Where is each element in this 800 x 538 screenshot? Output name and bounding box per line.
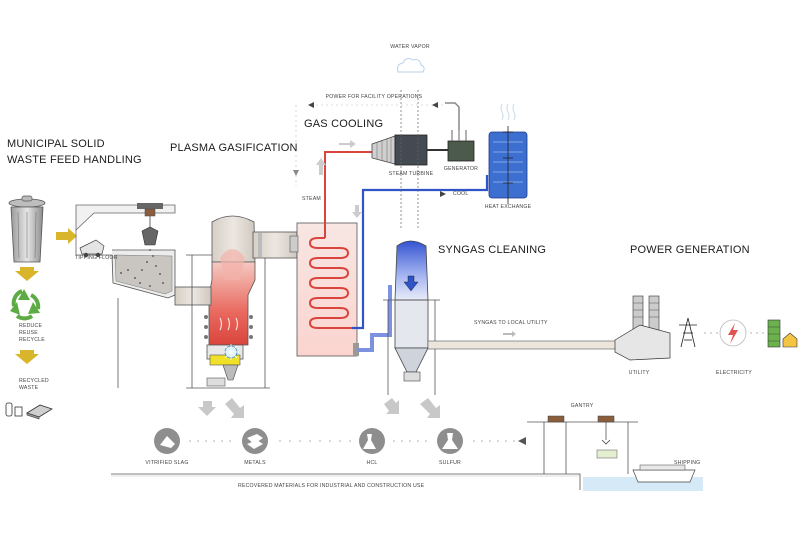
crane-grab-icon	[137, 203, 163, 246]
ship-icon	[632, 464, 696, 483]
label-recovered: RECOVERED MATERIALS FOR INDUSTRIAL AND C…	[238, 483, 425, 489]
gantry-trolley-right	[597, 415, 615, 423]
buildings-icon	[767, 319, 798, 348]
facility-power-line	[293, 102, 446, 186]
label-vitrified-slag: VITRIFIED SLAG	[145, 460, 189, 466]
label-utility: UTILITY	[628, 370, 650, 376]
steam-pipe-red	[324, 151, 372, 238]
gantry-trolley-left	[547, 415, 565, 423]
label-syngas-utility: SYNGAS TO LOCAL UTILITY	[474, 320, 548, 326]
gasifier-frame	[117, 254, 270, 389]
label-steam-turbine: STEAM TURBINE	[388, 171, 434, 177]
cloud-icon	[397, 58, 425, 73]
label-recycle: RECYCLE	[19, 337, 45, 343]
gasifier-vessel	[174, 215, 298, 387]
label-generator: GENERATOR	[443, 166, 479, 172]
to-gantry-arrow	[518, 437, 526, 445]
label-sulfur: SULFUR	[439, 460, 461, 466]
utility-plant-icon	[614, 295, 671, 361]
gantry-load	[596, 449, 618, 459]
metals-icon	[242, 428, 268, 454]
utility-dotted-line	[704, 332, 764, 334]
recycle-icon	[10, 289, 41, 321]
section-title-syngas: SYNGAS CLEANING	[438, 244, 547, 256]
section-title-msw-1: MUNICIPAL SOLID	[7, 138, 105, 150]
generator	[445, 102, 475, 162]
syngas-pipe	[427, 340, 617, 350]
syngas-arrow	[503, 331, 516, 337]
gantry-hook	[601, 439, 611, 445]
label-reduce: REDUCE	[19, 323, 43, 329]
recovery-down-arrows	[198, 398, 440, 418]
label-recycled-1: RECYCLED	[19, 378, 49, 384]
label-heat-exchange: HEAT EXCHANGE	[484, 204, 532, 210]
cool-down-arrow	[352, 205, 362, 218]
label-recycled-2: WASTE	[19, 385, 39, 391]
label-shipping: SHIPPING	[674, 460, 701, 466]
syngas-scrubber	[394, 240, 429, 382]
label-power-facility: POWER FOR FACILITY OPERATIONS	[325, 94, 423, 100]
steam-right-arrow	[339, 140, 356, 148]
down-arrow-1	[15, 267, 39, 281]
trash-can-icon	[8, 195, 46, 263]
label-electricity: ELECTRICITY	[716, 370, 752, 376]
section-title-plasma: PLASMA GASIFICATION	[170, 142, 298, 154]
steam-up-arrow	[316, 158, 326, 175]
gantry-crane	[527, 421, 638, 474]
recovery-dotted-line	[189, 440, 515, 442]
label-metals: METALS	[244, 460, 266, 466]
electricity-icon	[719, 319, 747, 347]
label-steam: STEAM	[302, 196, 321, 202]
feed-arrow-right	[56, 228, 77, 244]
return-pipe-blue	[352, 175, 489, 330]
label-reuse: REUSE	[19, 330, 38, 336]
slag-icon	[154, 428, 180, 454]
cool-arrow	[440, 191, 446, 197]
label-cool: COOL	[453, 191, 469, 197]
label-hcl: HCL	[366, 460, 378, 466]
recovered-bracket	[111, 473, 581, 490]
gas-cooling-unit	[289, 222, 359, 357]
section-title-msw-2: WASTE FEED HANDLING	[7, 154, 142, 166]
section-title-gas-cooling: GAS COOLING	[304, 118, 384, 130]
section-title-power: POWER GENERATION	[630, 244, 750, 256]
heat-exchanger	[488, 103, 528, 204]
label-tipping-floor: TIPPING FLOOR	[75, 255, 118, 261]
recycled-items-icon	[5, 402, 53, 420]
scrubber-feed-pipe	[357, 285, 392, 352]
vapor-stack	[400, 90, 419, 230]
down-arrow-2	[15, 350, 39, 364]
sulfur-icon	[437, 428, 463, 454]
power-tower-icon	[679, 317, 697, 348]
hcl-icon	[359, 428, 385, 454]
label-gantry: GANTRY	[570, 403, 594, 409]
label-water-vapor: WATER VAPOR	[390, 44, 430, 50]
steam-turbine	[371, 134, 450, 166]
feedstock-particles	[120, 249, 164, 287]
garbage-truck-icon	[79, 239, 105, 258]
